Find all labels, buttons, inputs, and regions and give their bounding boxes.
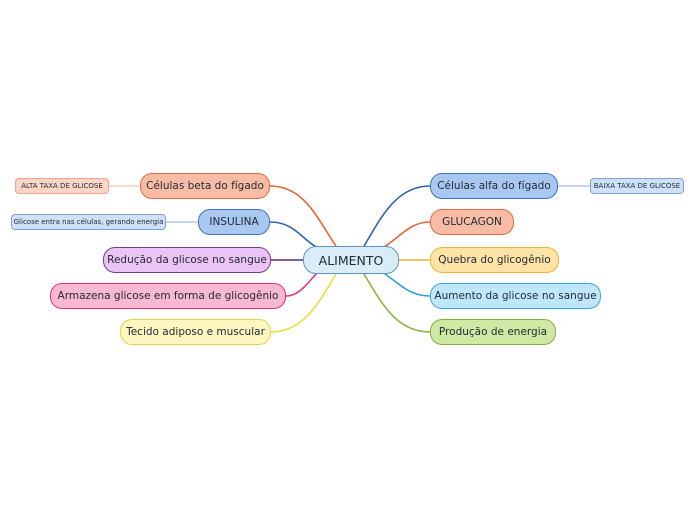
topic-celulas-alfa[interactable]: Células alfa do fígado	[430, 173, 558, 199]
topic-label: GLUCAGON	[442, 216, 502, 228]
central-topic-alimento[interactable]: ALIMENTO	[303, 246, 399, 274]
connector-left-4	[270, 273, 337, 333]
topic-aumento-glicose[interactable]: Aumento da glicose no sangue	[430, 283, 601, 309]
topic-producao-energia[interactable]: Produção de energia	[430, 319, 556, 345]
central-topic-label: ALIMENTO	[318, 252, 384, 268]
subtopic-alta-taxa-glicose[interactable]: ALTA TAXA DE GLICOSE	[15, 178, 109, 194]
topic-glucagon[interactable]: GLUCAGON	[430, 209, 514, 235]
subtopic-glicose-entra-celulas[interactable]: Glicose entra nas células, gerando energ…	[11, 214, 166, 230]
topic-label: Redução da glicose no sangue	[107, 254, 267, 266]
connector-left-3	[285, 271, 319, 297]
subtopic-label: BAIXA TAXA DE GLICOSE	[593, 182, 681, 190]
topic-label: Tecido adiposo e muscular	[126, 326, 265, 338]
topic-reducao-glicose[interactable]: Redução da glicose no sangue	[103, 247, 271, 273]
connector-right-3	[381, 271, 431, 297]
connector-left-0	[269, 185, 337, 247]
topic-label: INSULINA	[209, 216, 259, 228]
topic-label: Produção de energia	[438, 326, 548, 338]
connector-right-4	[363, 273, 431, 333]
topic-celulas-beta[interactable]: Células beta do fígado	[140, 173, 270, 199]
topic-tecido-adiposo[interactable]: Tecido adiposo e muscular	[120, 319, 271, 345]
topic-label: Células beta do fígado	[146, 180, 264, 192]
connector-right-0	[363, 185, 431, 247]
subtopic-label: ALTA TAXA DE GLICOSE	[21, 182, 103, 190]
connector-right-1	[381, 221, 431, 249]
topic-label: Células alfa do fígado	[437, 180, 551, 192]
topic-label: Armazena glicose em forma de glicogênio	[57, 290, 279, 302]
topic-quebra-glicogenio[interactable]: Quebra do glicogênio	[430, 247, 559, 273]
subtopic-baixa-taxa-glicose[interactable]: BAIXA TAXA DE GLICOSE	[590, 178, 684, 194]
topic-insulina[interactable]: INSULINA	[198, 209, 270, 235]
topic-label: Quebra do glicogênio	[438, 254, 551, 266]
topic-armazena-glicogenio[interactable]: Armazena glicose em forma de glicogênio	[50, 283, 286, 309]
subtopic-label: Glicose entra nas células, gerando energ…	[13, 218, 164, 226]
topic-label: Aumento da glicose no sangue	[434, 290, 597, 302]
connector-left-1	[269, 221, 319, 249]
